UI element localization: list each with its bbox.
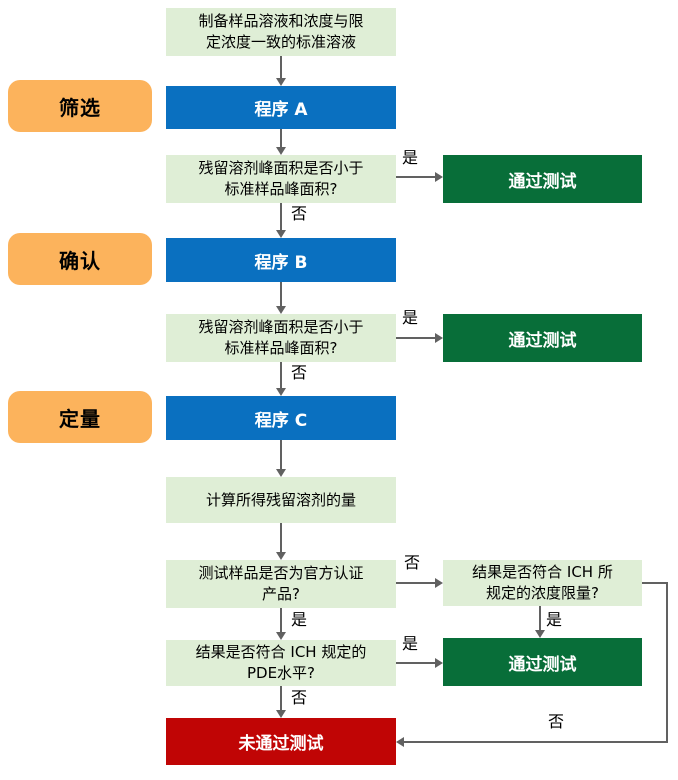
arrowhead-down-icon bbox=[276, 230, 286, 238]
arrowhead-right-icon bbox=[435, 333, 443, 343]
arrow-decision-pde-to-pass-c bbox=[396, 662, 435, 664]
arrowhead-down-icon bbox=[276, 306, 286, 314]
edge-label-yes: 是 bbox=[402, 308, 419, 327]
arrowhead-down-icon bbox=[276, 710, 286, 718]
node-calculate-amount: 计算所得残留溶剂的量 bbox=[166, 477, 396, 523]
decision-official-product: 测试样品是否为官方认证 产品? bbox=[166, 560, 396, 608]
edge-label-no: 否 bbox=[404, 553, 421, 572]
arrowhead-left-icon bbox=[396, 737, 404, 747]
edge-label-yes: 是 bbox=[291, 610, 308, 629]
arrow-decision-conc-to-fail-segment-3 bbox=[404, 741, 666, 743]
stage-label-quantitation: 定量 bbox=[8, 391, 152, 443]
decision-peak-area-a: 残留溶剂峰面积是否小于 标准样品峰面积? bbox=[166, 155, 396, 203]
arrow-decision-b-to-procedure-c bbox=[280, 362, 282, 388]
node-prepare-solutions: 制备样品溶液和浓度与限 定浓度一致的标准溶液 bbox=[166, 8, 396, 56]
node-fail-test: 未通过测试 bbox=[166, 718, 396, 765]
arrowhead-down-icon bbox=[535, 630, 545, 638]
edge-label-no: 否 bbox=[291, 363, 308, 382]
arrow-decision-conc-to-pass-c bbox=[539, 606, 541, 630]
decision-concentration-limit: 结果是否符合 ICH 所 规定的浓度限量? bbox=[443, 560, 642, 606]
arrow-procedure-c-to-calc bbox=[280, 440, 282, 469]
stage-label-confirmation: 确认 bbox=[8, 233, 152, 285]
arrow-decision-official-to-decision-pde bbox=[280, 608, 282, 632]
stage-label-screening: 筛选 bbox=[8, 80, 152, 132]
node-pass-test-b: 通过测试 bbox=[443, 314, 642, 362]
arrow-decision-conc-to-fail-segment-1 bbox=[642, 582, 668, 584]
arrow-decision-pde-to-fail bbox=[280, 686, 282, 710]
arrow-decision-a-to-procedure-b bbox=[280, 203, 282, 230]
arrow-prep-to-procedure-a bbox=[280, 56, 282, 78]
decision-pde-level: 结果是否符合 ICH 规定的 PDE水平? bbox=[166, 640, 396, 686]
edge-label-yes: 是 bbox=[546, 610, 563, 629]
arrowhead-down-icon bbox=[276, 552, 286, 560]
edge-label-no: 否 bbox=[291, 688, 308, 707]
arrow-decision-official-to-decision-conc bbox=[396, 582, 435, 584]
edge-label-yes: 是 bbox=[402, 634, 419, 653]
edge-label-yes: 是 bbox=[402, 148, 419, 167]
node-procedure-a: 程序 A bbox=[166, 86, 396, 129]
edge-label-no: 否 bbox=[291, 204, 308, 223]
arrow-decision-a-to-pass-a bbox=[396, 176, 435, 178]
node-pass-test-c: 通过测试 bbox=[443, 638, 642, 686]
arrowhead-right-icon bbox=[435, 578, 443, 588]
node-procedure-b: 程序 B bbox=[166, 238, 396, 282]
node-procedure-c: 程序 C bbox=[166, 396, 396, 440]
arrowhead-right-icon bbox=[435, 658, 443, 668]
arrowhead-down-icon bbox=[276, 147, 286, 155]
arrow-calc-to-decision-official bbox=[280, 523, 282, 552]
arrowhead-down-icon bbox=[276, 78, 286, 86]
arrow-decision-conc-to-fail-segment-2 bbox=[666, 582, 668, 743]
arrowhead-down-icon bbox=[276, 469, 286, 477]
arrow-decision-b-to-pass-b bbox=[396, 337, 435, 339]
arrowhead-down-icon bbox=[276, 388, 286, 396]
decision-peak-area-b: 残留溶剂峰面积是否小于 标准样品峰面积? bbox=[166, 314, 396, 362]
arrow-procedure-b-to-decision-b bbox=[280, 282, 282, 306]
arrow-procedure-a-to-decision-a bbox=[280, 129, 282, 147]
arrowhead-down-icon bbox=[276, 632, 286, 640]
edge-label-no: 否 bbox=[548, 712, 565, 731]
arrowhead-right-icon bbox=[435, 172, 443, 182]
node-pass-test-a: 通过测试 bbox=[443, 155, 642, 203]
